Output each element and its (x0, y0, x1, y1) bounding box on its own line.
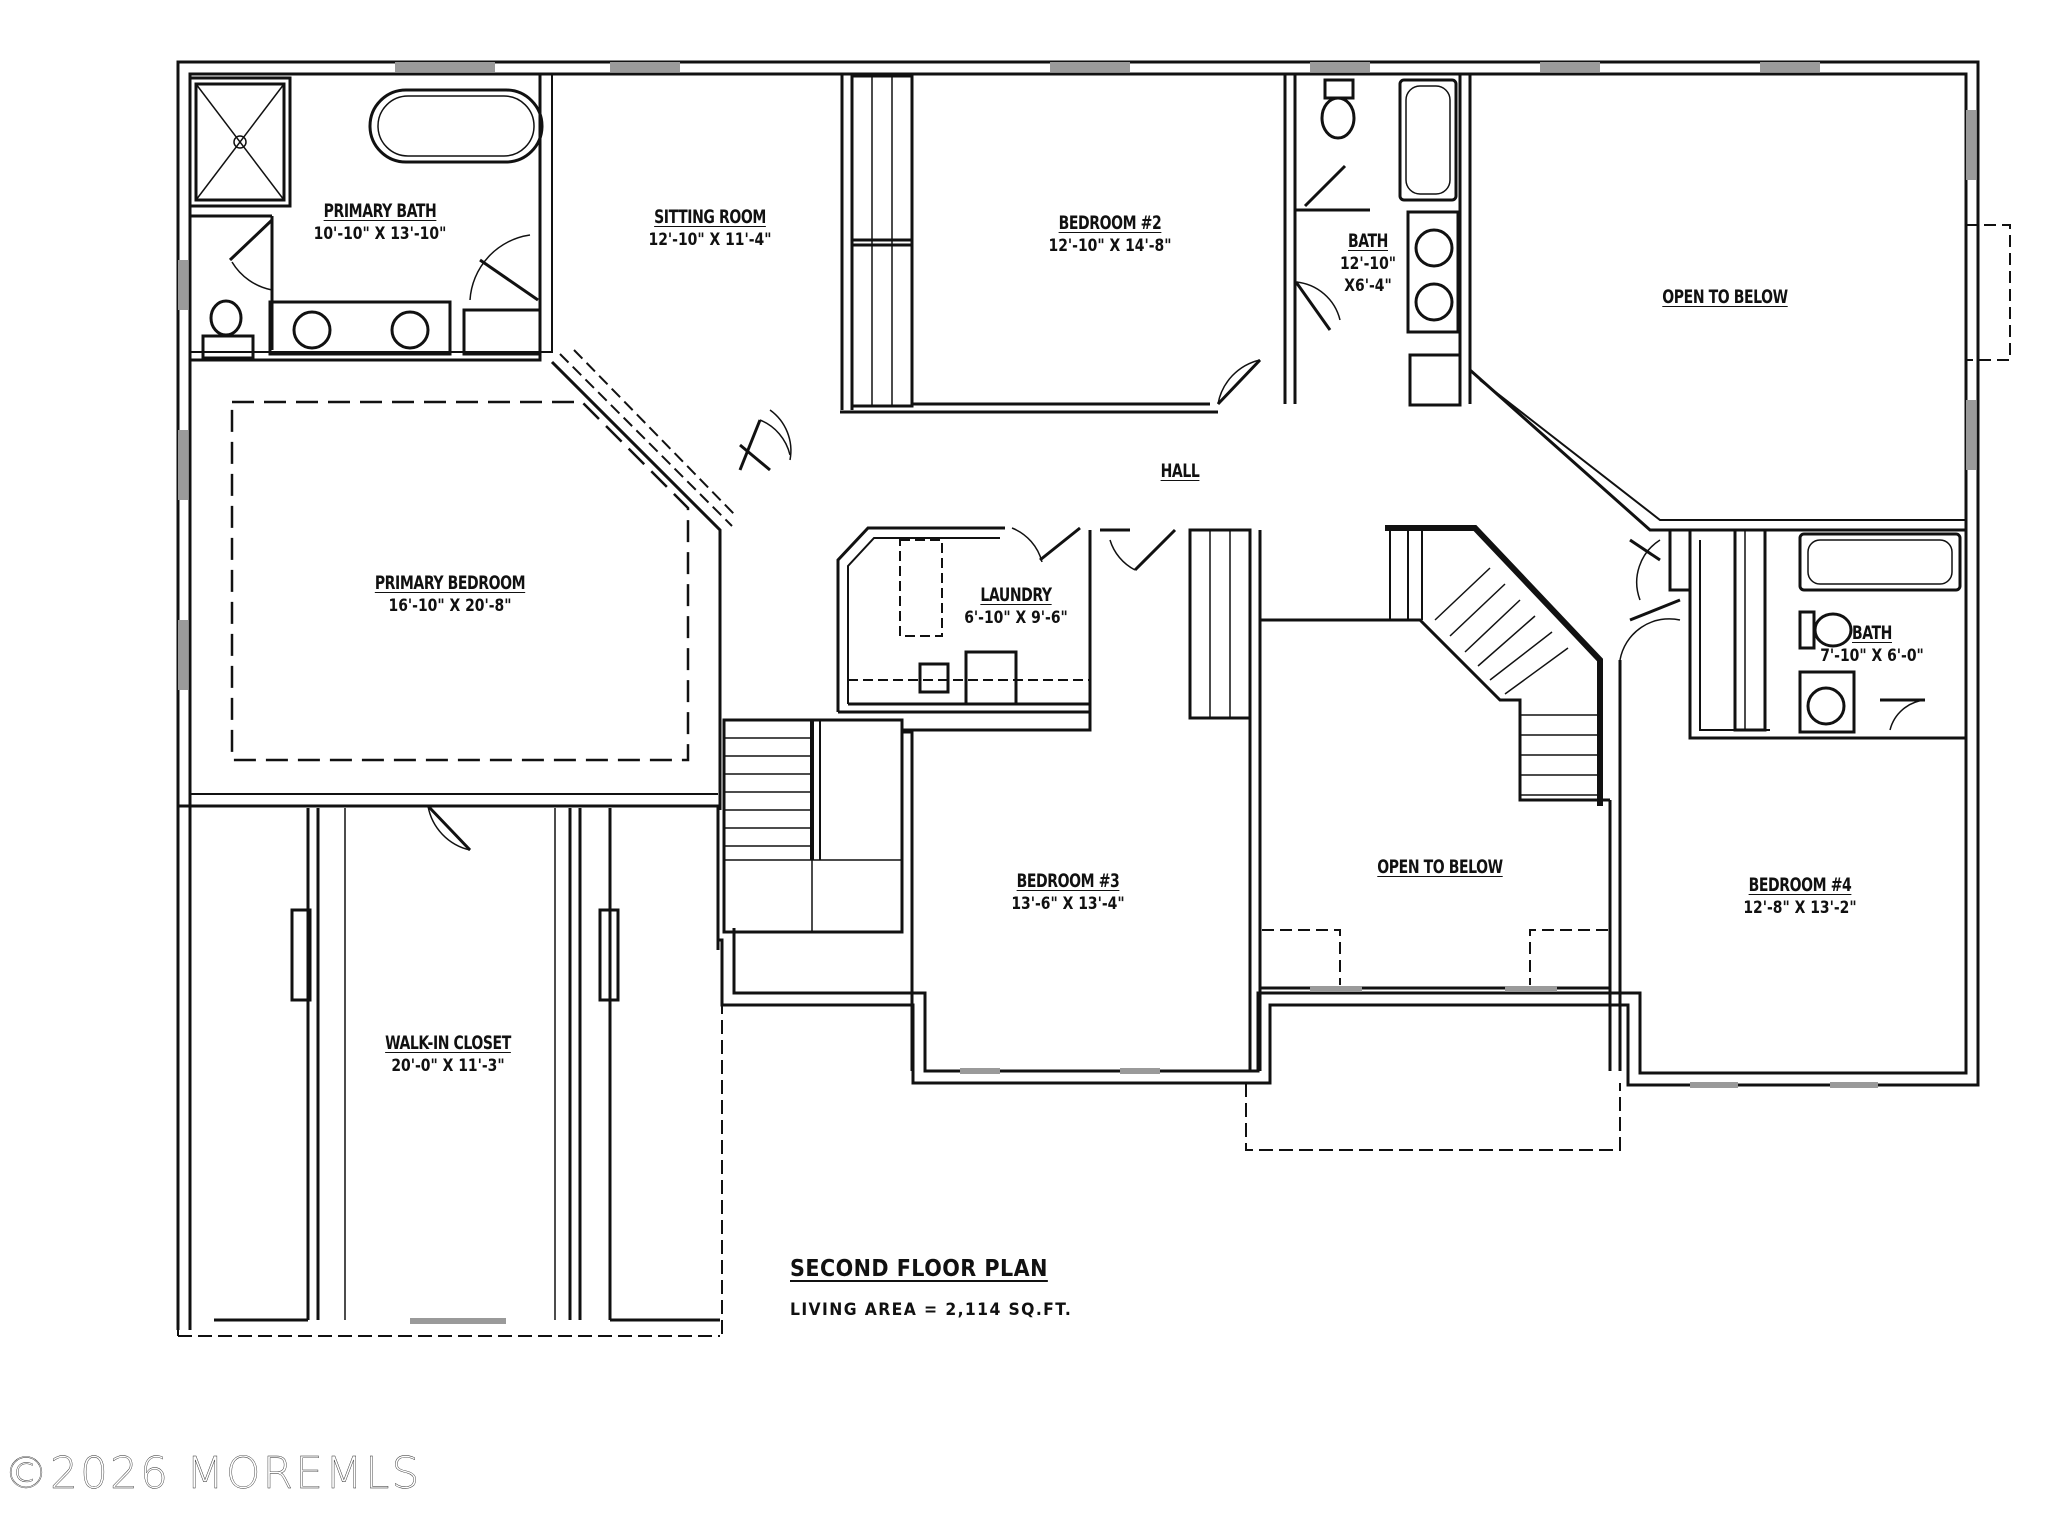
room-label-primary-bath: PRIMARY BATH 10'-10" X 13'-10" (313, 200, 447, 244)
primary-bedroom-tray-ceiling (230, 400, 690, 762)
room-label-primary-bedroom: PRIMARY BEDROOM 16'-10" X 20'-8" (374, 572, 526, 616)
plan-title: SECOND FLOOR PLAN (790, 1256, 1048, 1282)
left-stair (722, 718, 904, 934)
room-label-sitting-room: SITTING ROOM 12'-10" X 11'-4" (648, 206, 772, 250)
bath-3-and-bedroom-4 (1619, 528, 1966, 1088)
copyright-watermark: ©2026 MOREMLS (4, 1448, 422, 1499)
room-label-laundry: LAUNDRY 6'-10" X 9'-6" (964, 584, 1068, 628)
room-label-bath-3: BATH 7'-10" X 6'-0" (1820, 622, 1924, 666)
windows (178, 62, 1976, 690)
hall-doors (739, 419, 1661, 601)
room-label-bedroom-3: BEDROOM #3 13'-6" X 13'-4" (1011, 870, 1125, 914)
room-label-hall: HALL (1160, 460, 1200, 482)
open-to-below-upper (1469, 224, 2011, 532)
open-to-below-center (1245, 660, 1622, 1151)
walk-in-closet-walls (177, 806, 723, 1337)
primary-bath-fixtures (188, 74, 553, 362)
bedroom-2-walls (840, 74, 1297, 414)
room-label-walk-in-closet: WALK-IN CLOSET 20'-0" X 11'-3" (385, 1032, 511, 1076)
plan-title-block: SECOND FLOOR PLAN LIVING AREA = 2,114 SQ… (790, 1256, 1097, 1320)
room-label-bedroom-4: BEDROOM #4 12'-8" X 13'-2" (1743, 874, 1857, 918)
room-label-open-to-below-upper: OPEN TO BELOW (1662, 286, 1788, 308)
room-label-bath-2: BATH 12'-10" X6'-4" (1339, 230, 1397, 296)
room-label-open-to-below-center: OPEN TO BELOW (1377, 856, 1503, 878)
room-label-bedroom-2: BEDROOM #2 12'-10" X 14'-8" (1048, 212, 1172, 256)
living-area-text: LIVING AREA = 2,114 SQ.FT. (790, 1300, 1073, 1320)
closet-door (426, 409, 792, 852)
sitting-room-walls (550, 74, 854, 810)
bath-2-fixtures (1294, 74, 1472, 407)
center-stair (1260, 525, 1610, 806)
